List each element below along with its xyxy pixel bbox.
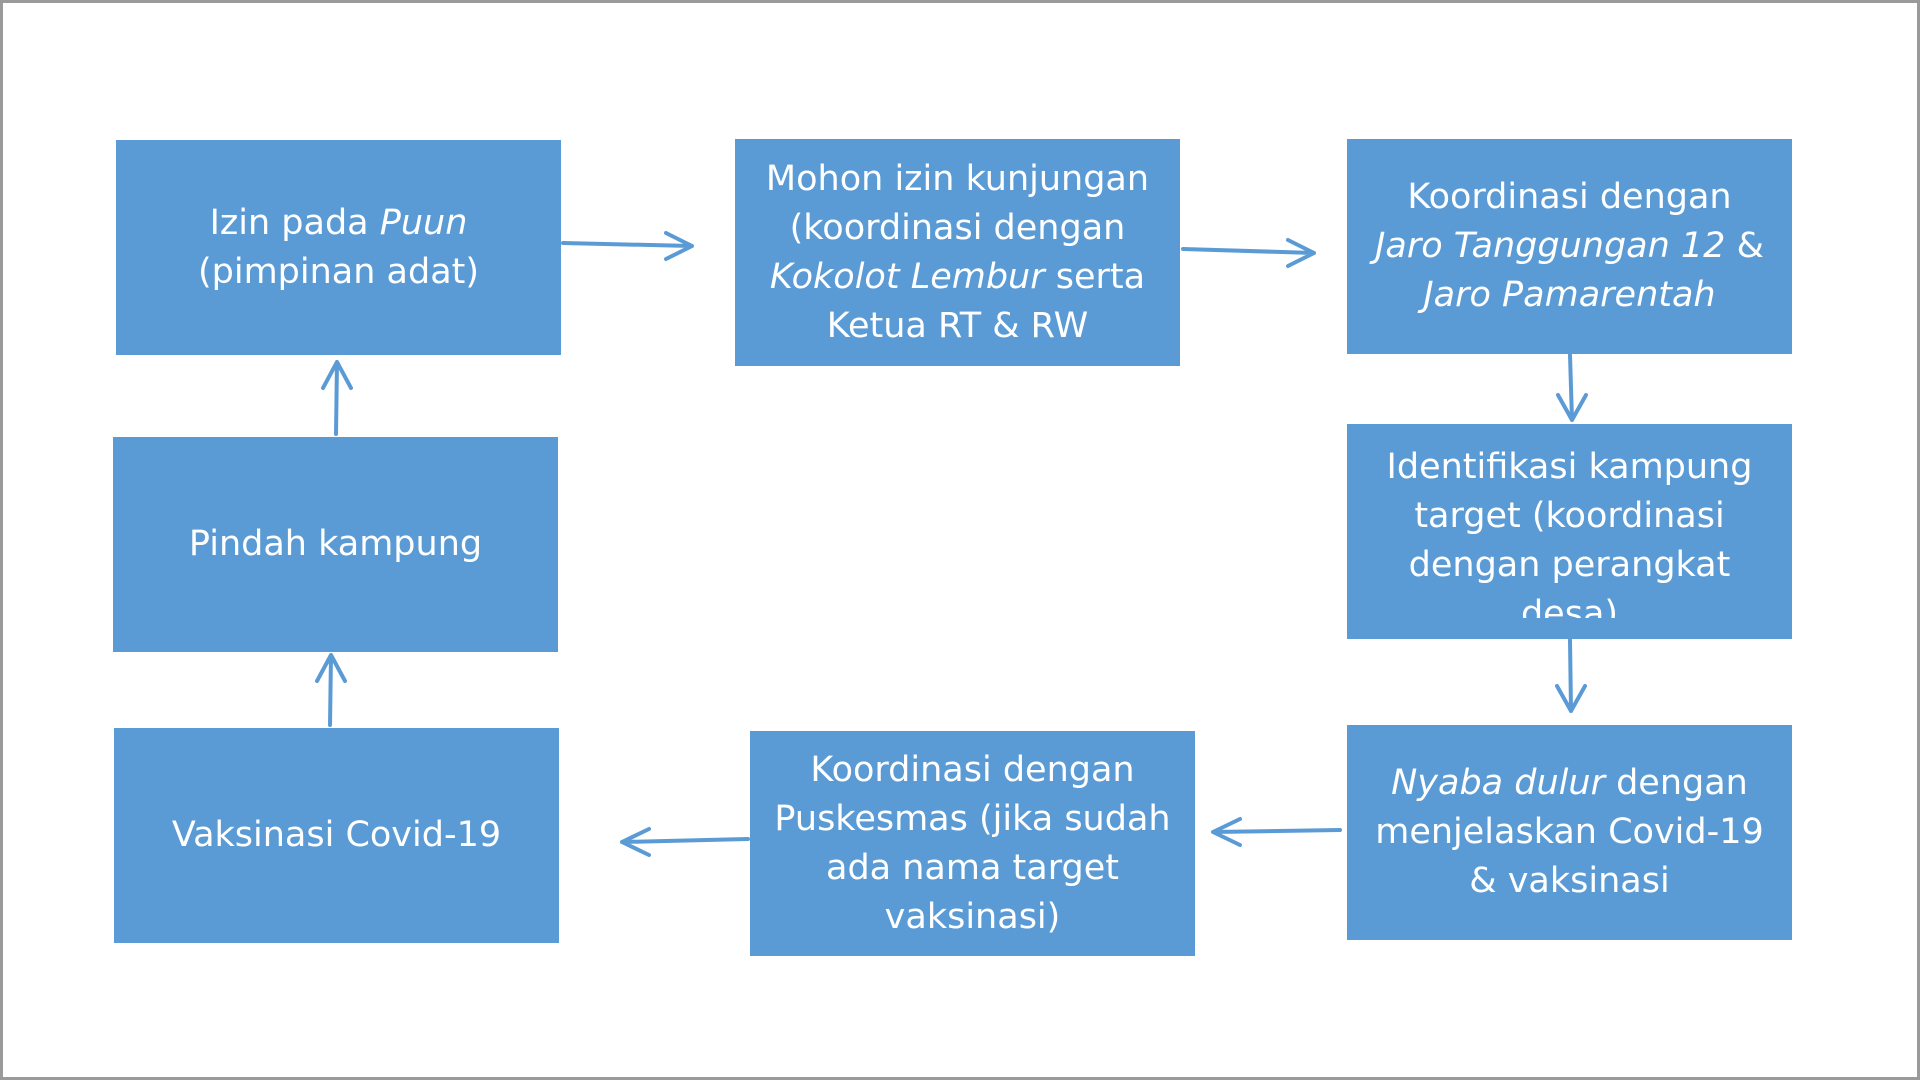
arrow-puskesmas-to-vaksinasi bbox=[620, 827, 750, 857]
box-izin-puun-line2: (pimpinan adat) bbox=[197, 251, 480, 292]
box-identifikasi-line1: Identifikasi kampung bbox=[1386, 447, 1753, 487]
box-nyaba-dulur-line1: Nyaba dulur dengan bbox=[1391, 763, 1748, 803]
box-mohon-izin: Mohon izin kunjungan (koordinasi dengan … bbox=[735, 139, 1180, 366]
arrow-izin-to-mohon bbox=[561, 231, 694, 261]
box-koordinasi-jaro: Koordinasi dengan Jaro Tanggungan 12 & J… bbox=[1347, 139, 1792, 354]
arrow-nyaba-to-puskesmas bbox=[1211, 817, 1342, 847]
box-identifikasi: Identifikasi kampung target (koordinasi … bbox=[1347, 424, 1792, 639]
box-vaksinasi: Vaksinasi Covid-19 bbox=[114, 728, 559, 943]
box-mohon-izin-line4: Ketua RT & RW bbox=[826, 305, 1089, 346]
box-vaksinasi-line1: Vaksinasi Covid-19 bbox=[171, 815, 502, 855]
arrow-jaro-to-identifikasi bbox=[1556, 353, 1588, 422]
box-koordinasi-jaro-line2: Jaro Tanggungan 12 & bbox=[1375, 226, 1764, 266]
box-mohon-izin-line2: (koordinasi dengan bbox=[789, 207, 1126, 248]
box-koordinasi-puskesmas: Koordinasi dengan Puskesmas (jika sudah … bbox=[750, 731, 1195, 956]
box-koordinasi-jaro-line1: Koordinasi dengan bbox=[1407, 177, 1732, 217]
box-nyaba-dulur: Nyaba dulur dengan menjelaskan Covid-19 … bbox=[1347, 725, 1792, 940]
box-pindah-kampung: Pindah kampung bbox=[113, 437, 558, 652]
box-identifikasi-line2: target (koordinasi bbox=[1414, 496, 1725, 536]
box-koordinasi-puskesmas-line2: Puskesmas (jika sudah bbox=[774, 798, 1171, 839]
box-koordinasi-puskesmas-line1: Koordinasi dengan bbox=[810, 749, 1135, 790]
arrow-identifikasi-to-nyaba bbox=[1555, 638, 1587, 713]
arrow-mohon-to-jaro bbox=[1181, 238, 1316, 268]
box-mohon-izin-line1: Mohon izin kunjungan bbox=[765, 158, 1150, 199]
box-pindah-kampung-line1: Pindah kampung bbox=[188, 524, 483, 564]
box-mohon-izin-line3: Kokolot Lembur serta bbox=[769, 256, 1146, 297]
arrow-pindah-to-izin bbox=[321, 360, 353, 436]
box-nyaba-dulur-line3: & vaksinasi bbox=[1469, 861, 1670, 901]
arrow-vaksinasi-to-pindah bbox=[315, 653, 347, 727]
box-koordinasi-jaro-line3: Jaro Pamarentah bbox=[1423, 275, 1716, 315]
box-identifikasi-line3: dengan perangkat bbox=[1408, 545, 1731, 585]
box-izin-puun-line1: Izin pada Puun bbox=[209, 202, 468, 243]
box-nyaba-dulur-line2: menjelaskan Covid-19 bbox=[1375, 812, 1764, 852]
box-identifikasi-line4: desa) bbox=[1520, 594, 1619, 618]
box-koordinasi-puskesmas-line4: vaksinasi) bbox=[884, 896, 1061, 937]
box-koordinasi-puskesmas-line3: ada nama target bbox=[826, 847, 1119, 888]
box-izin-puun: Izin pada Puun (pimpinan adat) bbox=[116, 140, 561, 355]
